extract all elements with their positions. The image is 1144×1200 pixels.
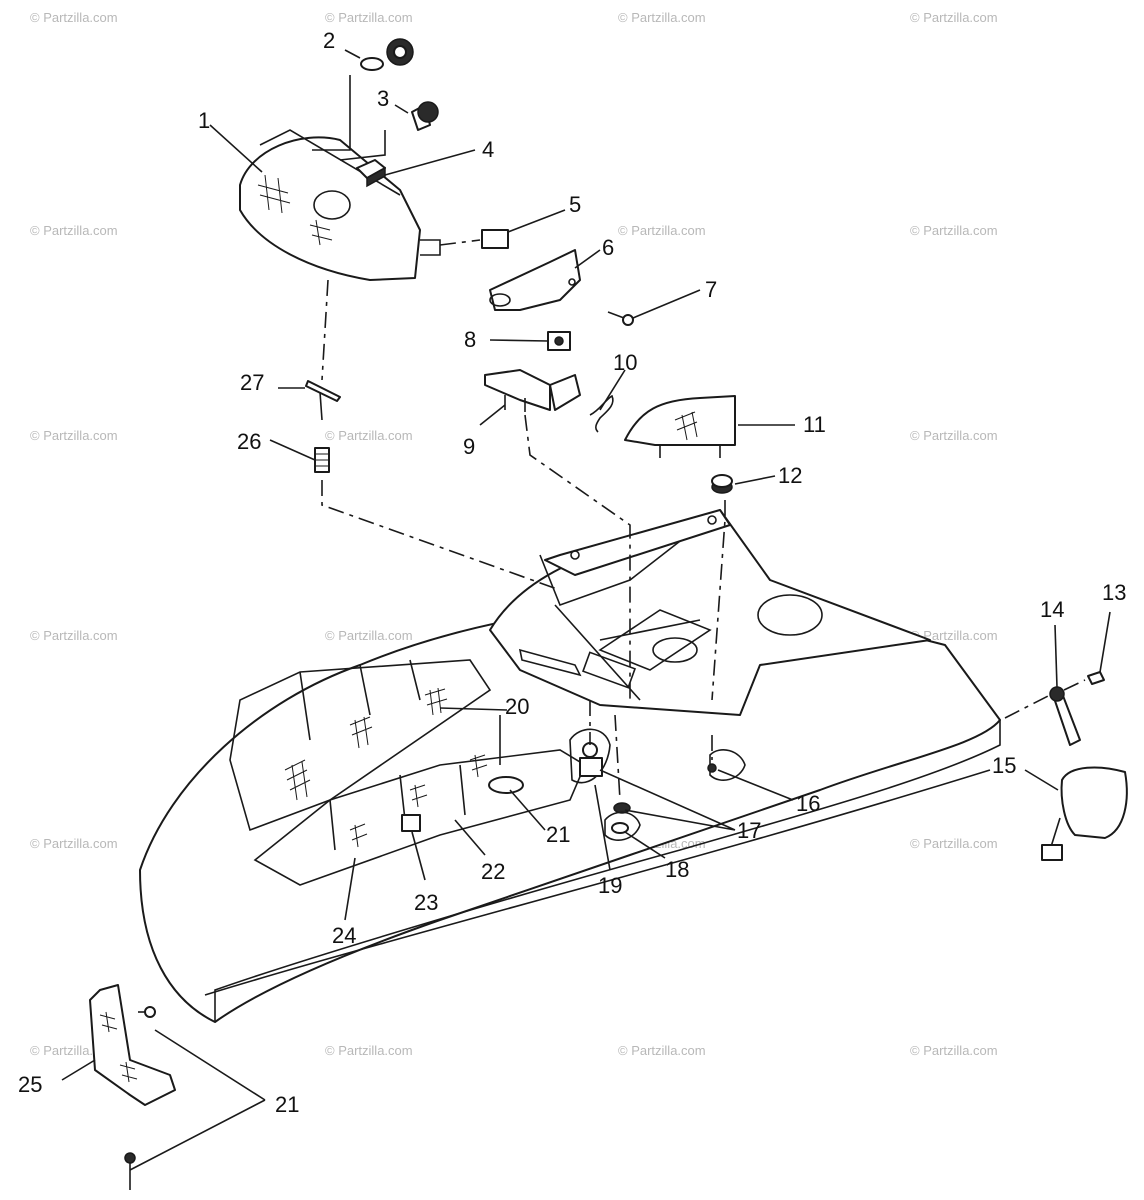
part-4-clip [356, 159, 386, 188]
callout-11: 11 [803, 412, 826, 437]
callout-2: 2 [323, 28, 335, 53]
part-7-screw [607, 311, 634, 326]
assembly-lines [321, 239, 1086, 801]
part-9-bracket [484, 369, 581, 412]
watermark: © Partzilla.com [325, 10, 413, 25]
callout-27: 27 [240, 370, 264, 395]
watermark: © Partzilla.com [30, 428, 118, 443]
part-13-screw [1087, 671, 1105, 685]
callout-6: 6 [602, 235, 614, 260]
callout-1: 1 [198, 108, 210, 133]
part-5-plate [481, 229, 509, 249]
watermark: © Partzilla.com [618, 1043, 706, 1058]
callout-labels: 1 2 3 4 5 6 7 8 9 10 11 12 13 14 15 16 1… [18, 28, 1126, 1117]
callout-23: 23 [414, 890, 438, 915]
watermark: © Partzilla.com [325, 628, 413, 643]
part-19-mount [569, 728, 611, 784]
watermark: © Partzilla.com [325, 1043, 413, 1058]
watermark: © Partzilla.com [618, 10, 706, 25]
watermark: © Partzilla.com [30, 628, 118, 643]
part-18-nut [604, 811, 641, 841]
callout-19: 19 [598, 873, 622, 898]
watermark: © Partzilla.com [910, 628, 998, 643]
hood-body [139, 509, 1001, 1023]
callout-13: 13 [1102, 580, 1126, 605]
callout-3: 3 [377, 86, 389, 111]
callout-4: 4 [482, 137, 494, 162]
watermark: © Partzilla.com [910, 223, 998, 238]
watermark: © Partzilla.com [30, 836, 118, 851]
callout-18: 18 [665, 857, 689, 882]
part-10-clip [589, 394, 614, 433]
part-16-fastener [707, 749, 746, 781]
part-25-bracket [89, 984, 176, 1190]
part-6-bracket [489, 249, 581, 311]
part-1-headlight-housing [239, 129, 441, 281]
callout-26: 26 [237, 429, 261, 454]
part-21-lens [488, 776, 524, 794]
watermark: © Partzilla.com [910, 10, 998, 25]
callout-7: 7 [705, 277, 717, 302]
part-3-bulb [411, 101, 439, 131]
callout-24: 24 [332, 923, 356, 948]
callout-14: 14 [1040, 597, 1064, 622]
callout-10: 10 [613, 350, 637, 375]
watermark: © Partzilla.com [910, 836, 998, 851]
watermark: © Partzilla.com [325, 428, 413, 443]
callout-20: 20 [505, 694, 529, 719]
callout-21-bracket: 21 [275, 1092, 299, 1117]
watermark-layer: © Partzilla.com © Partzilla.com © Partzi… [30, 10, 998, 1058]
part-27-pin [305, 380, 341, 421]
watermark: © Partzilla.com [910, 428, 998, 443]
callout-8: 8 [464, 327, 476, 352]
part-26-spring [314, 447, 330, 473]
part-2-bulb-socket [360, 38, 414, 71]
callout-5: 5 [569, 192, 581, 217]
watermark: © Partzilla.com [30, 223, 118, 238]
watermark: © Partzilla.com [30, 10, 118, 25]
part-23-light [401, 814, 421, 832]
part-14-mirror-arm [1049, 686, 1081, 746]
callout-21: 21 [546, 822, 570, 847]
part-11-panel [624, 395, 736, 458]
watermark: © Partzilla.com [618, 223, 706, 238]
callout-22: 22 [481, 859, 505, 884]
watermark: © Partzilla.com [910, 1043, 998, 1058]
part-12-grommet [711, 474, 733, 494]
callout-9: 9 [463, 434, 475, 459]
callout-15: 15 [992, 753, 1016, 778]
part-8-nut [547, 331, 571, 351]
leader-lines [61, 49, 1111, 1171]
callout-25: 25 [18, 1072, 42, 1097]
callout-17: 17 [737, 818, 761, 843]
callout-16: 16 [796, 791, 820, 816]
callout-12: 12 [778, 463, 802, 488]
part-15-mirror [1041, 766, 1128, 861]
